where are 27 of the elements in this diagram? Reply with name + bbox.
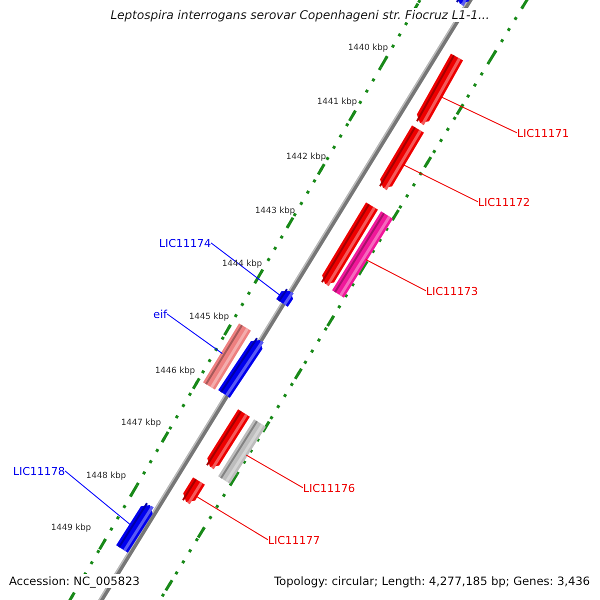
leader-line [64,470,132,526]
scale-tick-label: 1443 kbp [255,206,296,216]
leader-line [246,454,304,488]
leader-line [402,164,478,202]
scale-tick-label: 1441 kbp [317,97,358,107]
scale-tick-label: 1445 kbp [189,312,230,322]
scale-tick-label: 1446 kbp [155,366,196,376]
footer-text: Accession: NC_005823 [9,574,140,588]
leader-line [365,259,426,292]
gene-label: eif [153,308,167,321]
scale-tick-label: 1447 kbp [121,418,162,428]
leader-line [196,496,268,540]
gene-label: LIC11173 [426,285,478,298]
scale-tick-label: 1449 kbp [51,523,92,533]
leader-line [440,96,518,134]
gene-label: LIC11178 [12,465,65,478]
gene-label: LIC11176 [303,482,356,495]
gene-label: LIC11171 [517,127,570,140]
leader-line [210,242,281,296]
scale-tick-label: 1448 kbp [86,471,126,481]
gene-label: LIC11174 [158,237,211,250]
leader-line [166,313,223,354]
gene-label: LIC11172 [478,196,530,209]
scale-tick-label: 1440 kbp [348,43,388,53]
gene-label: LIC11177 [268,534,320,547]
scale-tick-label: 1442 kbp [286,152,326,162]
footer-text: Topology: circular; Length: 4,277,185 bp; Genes: 3,436 [274,574,590,588]
